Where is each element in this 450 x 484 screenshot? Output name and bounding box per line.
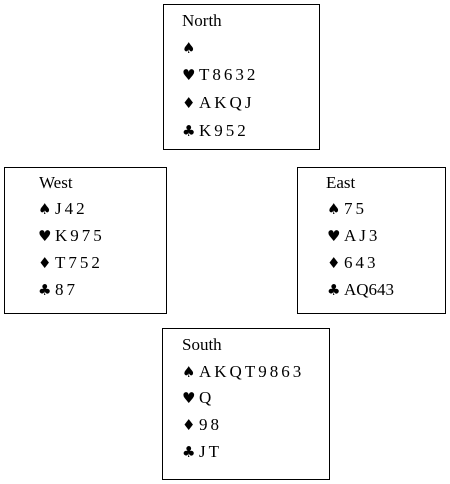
heart-icon: ♥ <box>327 227 341 245</box>
north-hearts-cards: T8632 <box>199 65 259 84</box>
west-diamonds-cards: T752 <box>55 253 103 272</box>
west-hearts-row: ♥K975 <box>38 226 105 246</box>
hand-east: East ♠75 ♥AJ3 ♦643 ♣AQ643 <box>297 167 446 314</box>
spade-icon: ♠ <box>327 200 341 218</box>
hand-name-north: North <box>182 11 222 30</box>
east-spades-row: ♠75 <box>327 199 367 219</box>
east-diamonds-cards: 643 <box>344 253 379 272</box>
club-icon: ♣ <box>182 122 196 140</box>
west-spades-cards: J42 <box>55 199 88 218</box>
south-clubs-row: ♣JT <box>182 442 222 462</box>
heart-icon: ♥ <box>38 227 52 245</box>
hand-name-south: South <box>182 335 222 354</box>
west-spades-row: ♠J42 <box>38 199 88 219</box>
heart-icon: ♥ <box>182 389 196 407</box>
spade-icon: ♠ <box>182 363 196 381</box>
east-hearts-cards: AJ3 <box>344 226 381 245</box>
hand-west: West ♠J42 ♥K975 ♦T752 ♣87 <box>4 167 167 314</box>
north-clubs-row: ♣K952 <box>182 121 249 141</box>
diamond-icon: ♦ <box>182 94 196 112</box>
north-diamonds-cards: AKQJ <box>199 93 255 112</box>
south-spades-row: ♠AKQT9863 <box>182 362 304 382</box>
west-hearts-cards: K975 <box>55 226 105 245</box>
south-spades-cards: AKQT9863 <box>199 362 305 381</box>
hand-north: North ♠ ♥T8632 ♦AKQJ ♣K952 <box>163 4 320 150</box>
west-clubs-row: ♣87 <box>38 280 78 300</box>
club-icon: ♣ <box>38 281 52 299</box>
diamond-icon: ♦ <box>38 254 52 272</box>
hand-name-west: West <box>39 173 73 192</box>
hand-south: South ♠AKQT9863 ♥Q ♦98 ♣JT <box>162 328 330 480</box>
east-spades-cards: 75 <box>344 199 367 218</box>
west-clubs-cards: 87 <box>55 280 78 299</box>
south-diamonds-row: ♦98 <box>182 415 222 435</box>
north-spades-row: ♠ <box>182 38 199 58</box>
south-hearts-cards: Q <box>199 388 215 407</box>
north-diamonds-row: ♦AKQJ <box>182 93 254 113</box>
east-clubs-cards: AQ643 <box>344 280 395 299</box>
diamond-icon: ♦ <box>182 416 196 434</box>
east-clubs-row: ♣AQ643 <box>327 280 394 300</box>
spade-icon: ♠ <box>182 39 196 57</box>
heart-icon: ♥ <box>182 66 196 84</box>
club-icon: ♣ <box>182 443 196 461</box>
north-clubs-cards: K952 <box>199 121 249 140</box>
diamond-icon: ♦ <box>327 254 341 272</box>
east-hearts-row: ♥AJ3 <box>327 226 380 246</box>
west-diamonds-row: ♦T752 <box>38 253 103 273</box>
club-icon: ♣ <box>327 281 341 299</box>
south-diamonds-cards: 98 <box>199 415 222 434</box>
south-hearts-row: ♥Q <box>182 388 214 408</box>
south-clubs-cards: JT <box>199 442 222 461</box>
east-diamonds-row: ♦643 <box>327 253 379 273</box>
north-hearts-row: ♥T8632 <box>182 65 258 85</box>
hand-name-east: East <box>326 173 356 192</box>
spade-icon: ♠ <box>38 200 52 218</box>
